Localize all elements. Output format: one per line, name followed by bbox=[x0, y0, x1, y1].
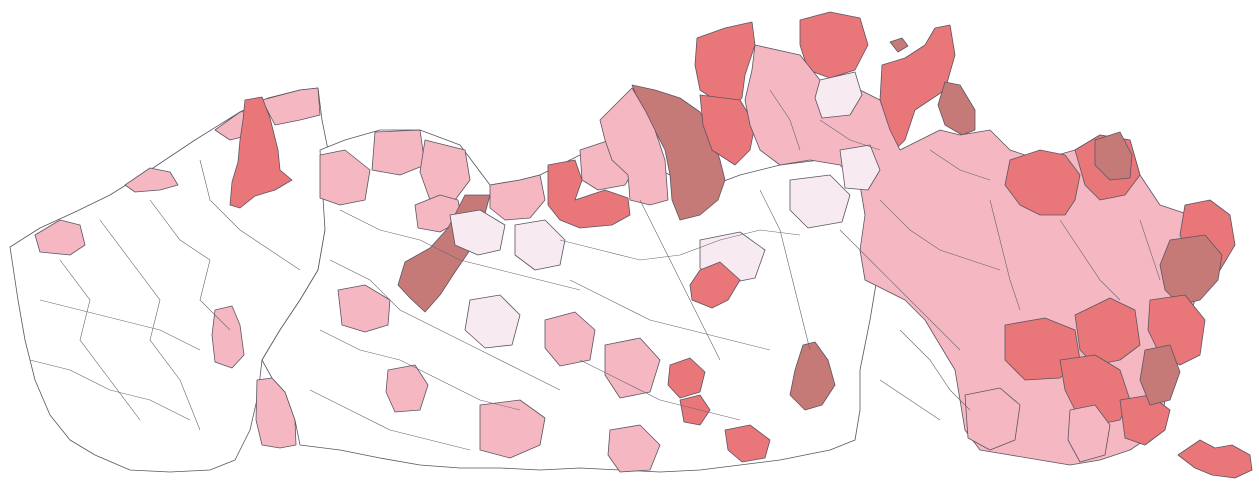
region-brussels-red-2 bbox=[679, 394, 711, 426]
region-cw-pink-7 bbox=[479, 399, 546, 459]
municipality-border-16 bbox=[879, 199, 1001, 271]
region-sw-pink-1 bbox=[211, 305, 245, 369]
region-eeklo-pink bbox=[489, 174, 546, 221]
region-north-red-1 bbox=[694, 21, 756, 111]
region-cw-very-1 bbox=[449, 209, 506, 256]
region-cw-pink-5 bbox=[337, 284, 391, 333]
region-south-pink-1 bbox=[964, 387, 1021, 451]
region-kempen-dark bbox=[1094, 131, 1133, 181]
region-centre-red-1 bbox=[547, 159, 631, 229]
region-coast-2 bbox=[124, 167, 179, 193]
region-voeren-red bbox=[1177, 439, 1253, 479]
municipality-border-12 bbox=[579, 359, 741, 421]
municipality-border-13 bbox=[639, 199, 721, 361]
municipality-border-23 bbox=[819, 119, 881, 151]
municipality-border-14 bbox=[759, 189, 811, 351]
municipality-border-9 bbox=[309, 389, 471, 451]
region-cw-pink-10 bbox=[607, 424, 661, 473]
municipality-border-17 bbox=[989, 199, 1021, 311]
municipality-border-11 bbox=[569, 279, 771, 351]
municipality-border-4 bbox=[39, 299, 201, 351]
region-kempen-red-1 bbox=[1004, 149, 1081, 216]
municipality-border-24 bbox=[929, 149, 991, 181]
municipality-border-3 bbox=[199, 159, 301, 271]
region-brussels-red-3 bbox=[724, 424, 771, 463]
municipality-border-21 bbox=[879, 379, 941, 421]
municipality-border-7 bbox=[329, 259, 561, 391]
region-cw-very-2 bbox=[514, 219, 566, 271]
municipality-border-8 bbox=[319, 329, 521, 411]
region-north-red-3 bbox=[799, 11, 869, 79]
region-cw-very-3 bbox=[464, 294, 521, 349]
municipality-border-20 bbox=[899, 329, 971, 411]
region-limburg-red-4 bbox=[1074, 297, 1141, 366]
region-cw-pink-2 bbox=[371, 129, 426, 176]
municipality-border-18 bbox=[1059, 219, 1121, 301]
region-north-dark bbox=[937, 81, 976, 136]
municipality-border-19 bbox=[1139, 219, 1161, 281]
region-coast-4 bbox=[261, 87, 321, 126]
region-north-red-2 bbox=[699, 94, 756, 166]
region-antwerp-pink bbox=[599, 87, 669, 206]
region-cw-pink-8 bbox=[544, 311, 596, 367]
region-cw-pink-9 bbox=[604, 337, 661, 399]
municipality-border-10 bbox=[559, 229, 801, 261]
municipality-border-6 bbox=[339, 209, 581, 291]
municipality-border-5 bbox=[29, 359, 191, 421]
region-cw-pink-6 bbox=[385, 364, 429, 413]
region-south-pink-2 bbox=[1067, 404, 1111, 463]
region-cw-pink-1 bbox=[319, 149, 371, 206]
region-ne-very-3 bbox=[789, 174, 851, 229]
region-antwerp-dark bbox=[631, 84, 726, 221]
region-leuven-dark bbox=[789, 341, 836, 411]
municipality-border-22 bbox=[769, 89, 801, 151]
region-coast-1 bbox=[34, 219, 86, 256]
municipality-border-0 bbox=[59, 259, 141, 421]
region-baarle-dark bbox=[889, 37, 909, 53]
region-ne-very-4 bbox=[839, 144, 881, 191]
municipality-border-15 bbox=[839, 229, 961, 351]
municipality-regions bbox=[9, 11, 1253, 479]
municipality-border-2 bbox=[149, 199, 231, 331]
region-limburg-red-5 bbox=[1059, 354, 1131, 426]
municipality-border-1 bbox=[99, 219, 201, 431]
region-brussels-red-1 bbox=[667, 357, 706, 399]
region-mechelen-red bbox=[689, 261, 741, 309]
region-ne-very-1 bbox=[814, 71, 863, 119]
region-brugge-red bbox=[229, 96, 293, 209]
region-limburg-dark-2 bbox=[1139, 344, 1181, 406]
region-limburg-dark-1 bbox=[1159, 234, 1223, 306]
